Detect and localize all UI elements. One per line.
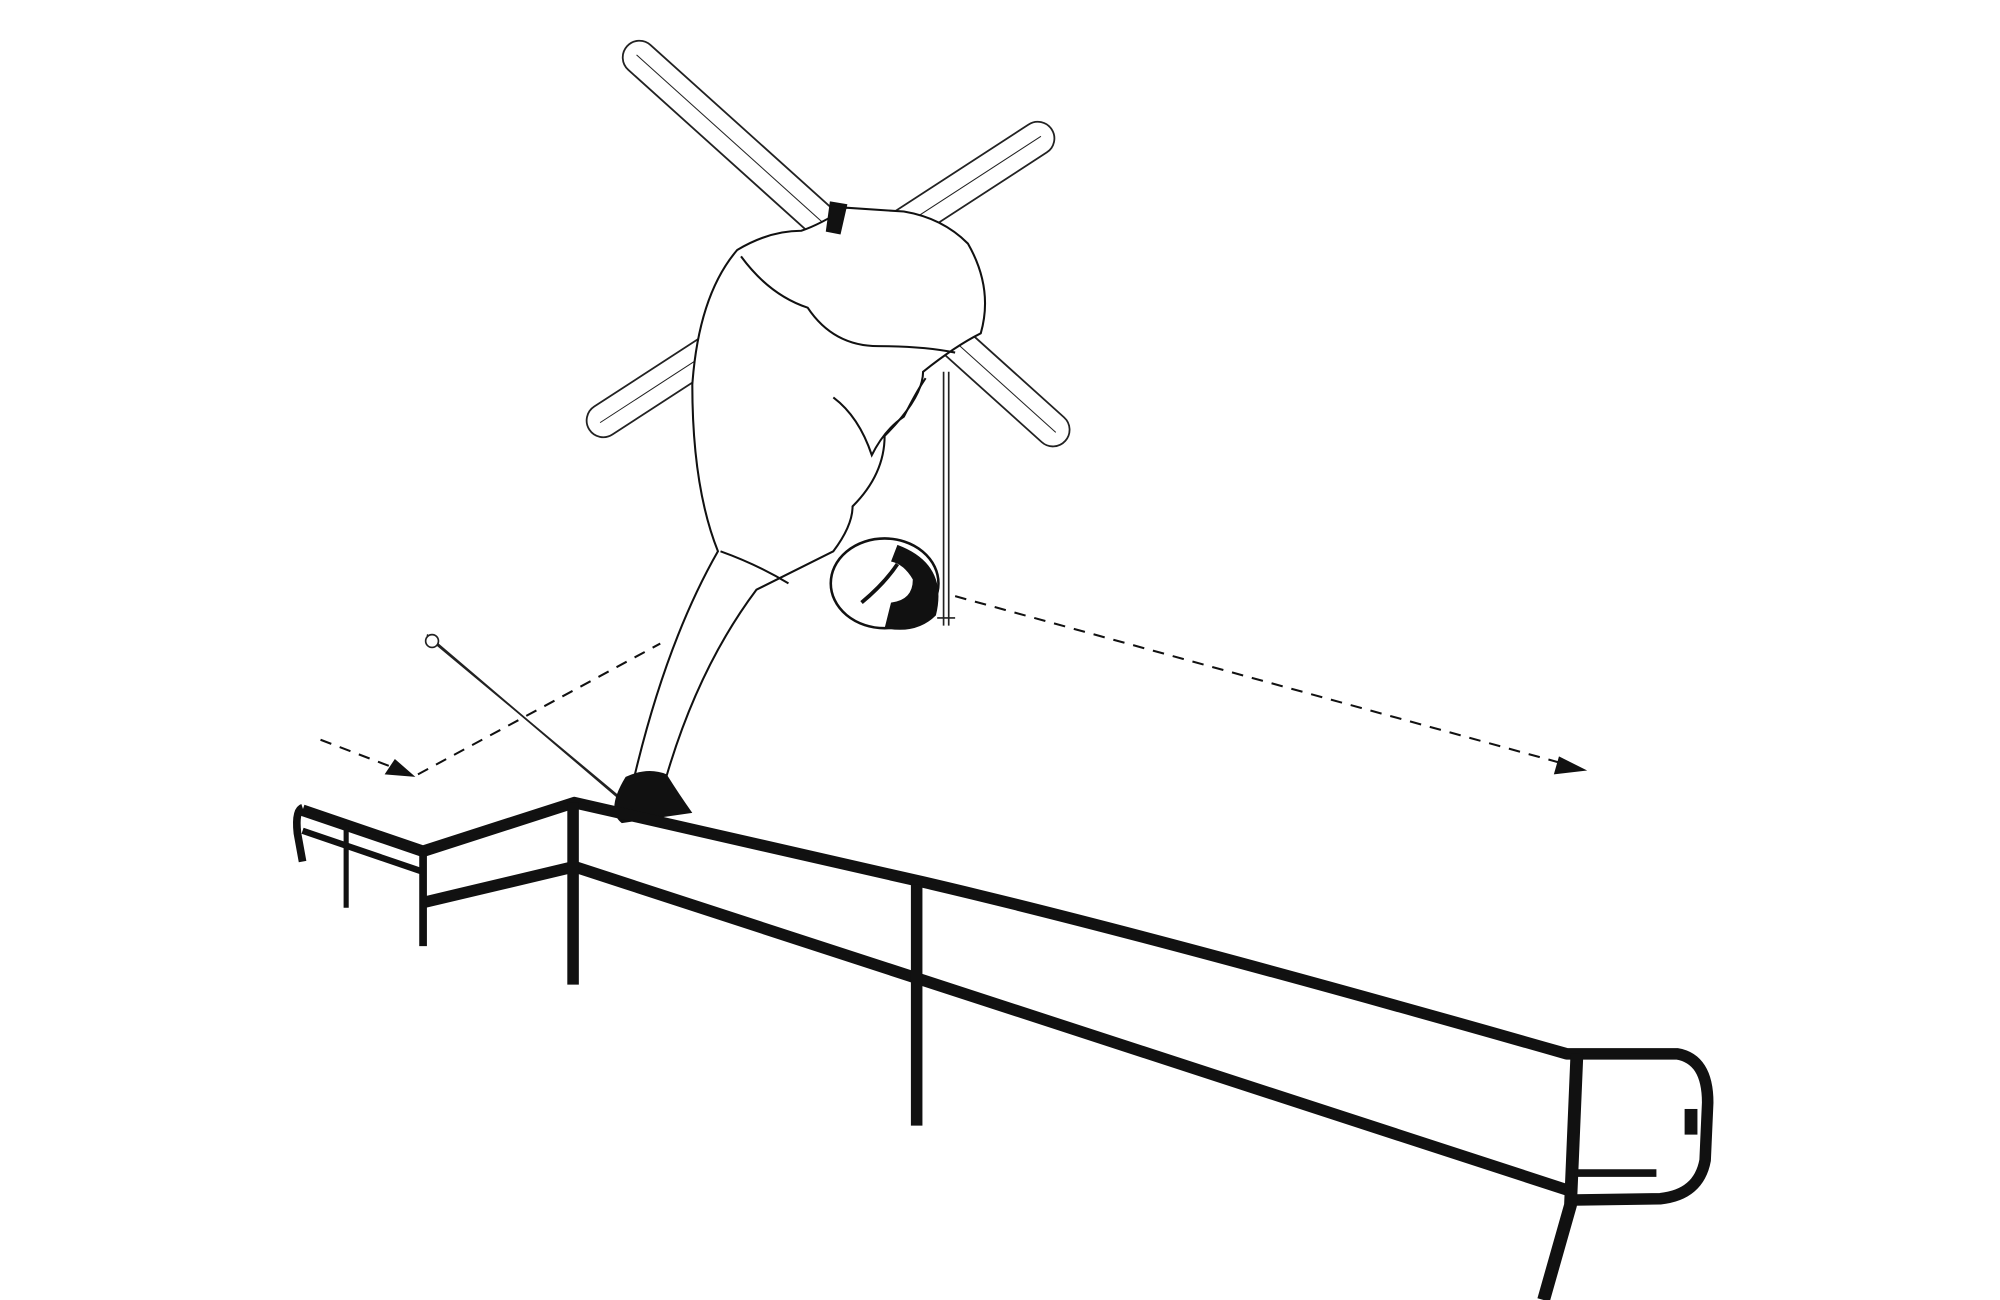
top-rail [300,796,1714,1206]
skier-hip-fold [720,550,789,585]
exit-arrow [954,595,1575,768]
skier-jacket-fold [740,255,956,354]
skier [633,201,987,777]
skier-legs-torso [633,206,987,777]
left-end-cap [292,804,307,863]
skier-helmet [829,537,940,630]
skier-arm [832,377,927,458]
arrowhead-approach [384,758,416,777]
skier-boot [614,771,693,824]
end-loop-gap [1684,1108,1698,1135]
post-5 [1537,1053,1584,1300]
handrail [292,796,1714,1300]
arrowhead-exit [1553,756,1588,775]
trajectory-arrows [320,595,1575,776]
approach-arrow [320,738,409,775]
ski-pole-left [424,633,624,801]
skier-glove [825,201,848,235]
ski-pole-right [937,371,956,626]
left-rail-upper [301,827,425,875]
rise-line [417,642,661,776]
